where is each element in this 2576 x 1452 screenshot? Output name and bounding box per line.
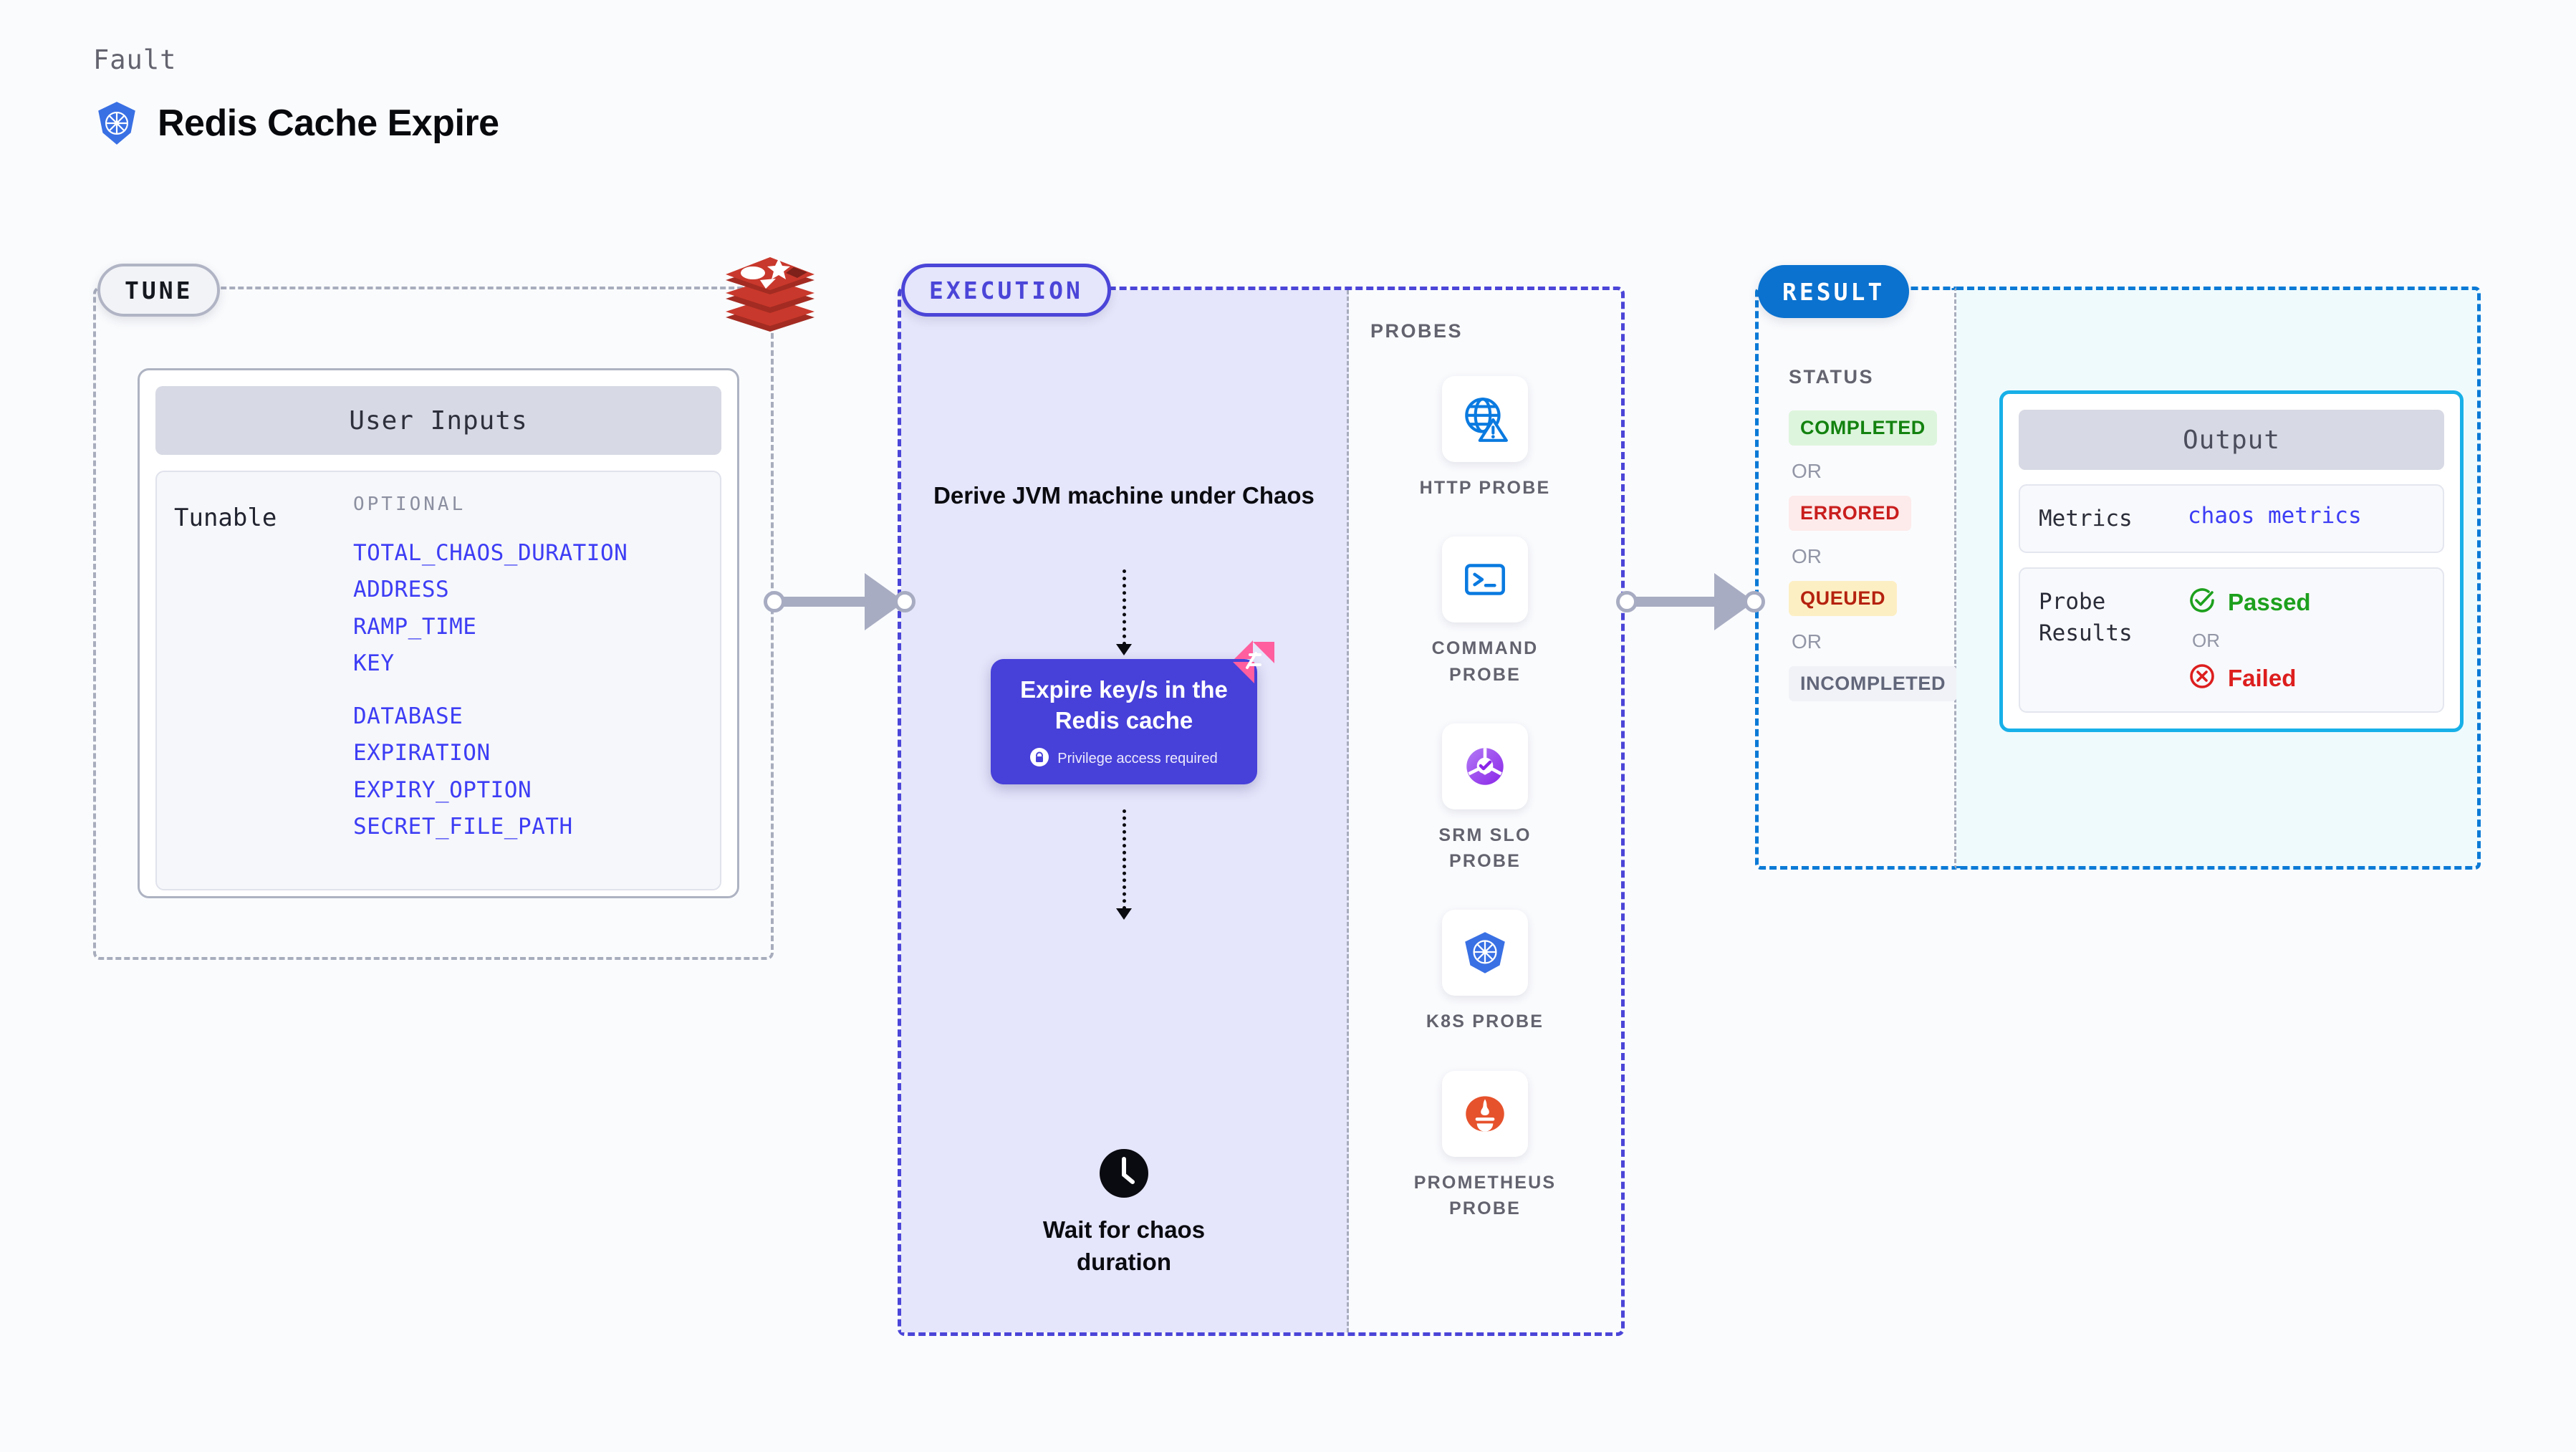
probe-item-prometheus[interactable]: PROMETHEUS PROBE: [1349, 1070, 1621, 1222]
probe-item-http[interactable]: HTTP PROBE: [1349, 376, 1621, 501]
probe-label: HTTP PROBE: [1419, 478, 1551, 498]
kubernetes-icon: [1442, 910, 1528, 996]
result-panel: STATUS COMPLETED OR ERRORED OR QUEUED OR…: [1755, 287, 2481, 870]
param-expiration[interactable]: EXPIRATION: [353, 740, 491, 766]
privilege-note-row: Privilege access required: [1004, 747, 1244, 770]
status-or-3: OR: [1792, 630, 1822, 653]
tunable-label: Tunable: [174, 504, 277, 532]
lock-icon: [1030, 747, 1049, 770]
status-column: STATUS COMPLETED OR ERRORED OR QUEUED OR…: [1755, 287, 1958, 870]
param-ramp-time[interactable]: RAMP_TIME: [353, 613, 477, 640]
x-circle-icon: [2188, 662, 2216, 694]
execution-flow-column: Derive JVM machine under Chaos Expire ke…: [901, 290, 1349, 1332]
probe-label: SRM SLO PROBE: [1438, 824, 1532, 871]
connector-line: [774, 597, 868, 607]
output-title: Output: [2019, 410, 2444, 470]
status-badge-queued: QUEUED: [1789, 581, 1898, 616]
param-expiry-option[interactable]: EXPIRY_OPTION: [353, 777, 532, 803]
redis-icon: [720, 247, 820, 340]
flow-line-1: [1123, 569, 1126, 645]
param-secret-file-path[interactable]: SECRET_FILE_PATH: [353, 814, 573, 840]
probe-item-command[interactable]: COMMAND PROBE: [1349, 537, 1621, 688]
output-row-metrics: Metrics chaos metrics: [2019, 484, 2444, 554]
connector-start-handle[interactable]: [764, 591, 785, 612]
stage-pill-result[interactable]: RESULT: [1758, 265, 1910, 318]
privilege-note-label: Privilege access required: [1057, 750, 1218, 766]
connector-tune-to-execution: [764, 573, 915, 630]
probe-item-srm-slo[interactable]: SRM SLO PROBE: [1349, 723, 1621, 875]
title-row: Redis Cache Expire: [93, 100, 499, 147]
check-circle-icon: [2188, 586, 2216, 618]
probe-label: K8S PROBE: [1426, 1011, 1544, 1032]
status-or-2: OR: [1792, 545, 1822, 567]
action-card-title: Expire key/s in the Redis cache: [1020, 676, 1228, 734]
page-title: Redis Cache Expire: [158, 102, 499, 144]
step-wait-node: Wait for chaos duration: [1017, 1146, 1231, 1279]
step-derive-label: Derive JVM machine under Chaos: [933, 482, 1315, 509]
output-row-probe-results: Probe Results Passed OR: [2019, 567, 2444, 713]
tune-panel: User Inputs Tunable OPTIONAL TOTAL_CHAOS…: [93, 287, 774, 960]
stage-pill-tune[interactable]: TUNE: [97, 264, 221, 317]
status-badge-errored: ERRORED: [1789, 496, 1912, 531]
probes-label: PROBES: [1370, 320, 1464, 342]
connector-end-handle[interactable]: [894, 591, 915, 612]
param-total-chaos-duration[interactable]: TOTAL_CHAOS_DURATION: [353, 540, 628, 566]
probe-item-k8s[interactable]: K8S PROBE: [1349, 910, 1621, 1034]
user-inputs-card: User Inputs Tunable OPTIONAL TOTAL_CHAOS…: [138, 368, 739, 898]
connector-end-handle[interactable]: [1744, 591, 1765, 612]
connector-execution-to-result: [1616, 573, 1765, 630]
status-or-1: OR: [1792, 460, 1822, 482]
fault-kicker: Fault: [93, 44, 177, 75]
status-list: COMPLETED OR ERRORED OR QUEUED OR INCOMP…: [1789, 410, 1958, 701]
flow-line-2: [1123, 809, 1126, 910]
probe-result-or: OR: [2192, 630, 2220, 652]
prometheus-icon: [1442, 1070, 1528, 1157]
kubernetes-icon: [93, 100, 140, 147]
tunable-section: Tunable OPTIONAL TOTAL_CHAOS_DURATION AD…: [155, 471, 721, 890]
flow-arrow-2: [1116, 908, 1132, 920]
metrics-key: Metrics: [2039, 506, 2133, 532]
connector-line: [1627, 597, 1717, 607]
stage-pill-execution[interactable]: EXECUTION: [901, 264, 1111, 317]
clock-icon: [1097, 1149, 1151, 1203]
probe-label: PROMETHEUS PROBE: [1413, 1172, 1557, 1218]
execution-panel: Derive JVM machine under Chaos Expire ke…: [898, 287, 1625, 1336]
output-card: Output Metrics chaos metrics Probe Resul…: [1999, 390, 2464, 733]
probe-results-key: Probe Results: [2039, 589, 2133, 647]
user-inputs-title: User Inputs: [155, 386, 721, 455]
param-database[interactable]: DATABASE: [353, 703, 463, 729]
status-badge-completed: COMPLETED: [1789, 410, 1937, 446]
globe-warning-icon: [1442, 376, 1528, 462]
page-header: Fault Redis Cache Expire: [93, 44, 499, 147]
failed-label: Failed: [2228, 664, 2297, 691]
srm-slo-icon: [1442, 723, 1528, 809]
probe-result-failed: Failed: [2188, 662, 2311, 694]
probe-result-passed: Passed: [2188, 586, 2311, 618]
param-address[interactable]: ADDRESS: [353, 577, 450, 603]
output-column: Output Metrics chaos metrics Probe Resul…: [1956, 287, 2481, 870]
metrics-value[interactable]: chaos metrics: [2188, 503, 2362, 529]
status-label: STATUS: [1789, 366, 1874, 388]
tunable-params: OPTIONAL TOTAL_CHAOS_DURATION ADDRESS RA…: [353, 494, 628, 867]
step-wait-label: Wait for chaos duration: [1042, 1216, 1206, 1275]
optional-label: OPTIONAL: [353, 494, 466, 515]
passed-label: Passed: [2228, 588, 2311, 615]
probes-list: HTTP PROBE COMMAND PROBE: [1349, 376, 1621, 1257]
connector-start-handle[interactable]: [1616, 591, 1638, 612]
probe-label: COMMAND PROBE: [1431, 638, 1539, 685]
probe-results-values: Passed OR Failed: [2188, 586, 2311, 694]
probes-column: PROBES: [1349, 290, 1621, 1332]
param-key[interactable]: KEY: [353, 650, 395, 677]
action-card-expire-keys[interactable]: Expire key/s in the Redis cache Privileg…: [991, 640, 1274, 784]
status-badge-incompleted: INCOMPLETED: [1789, 666, 1958, 701]
terminal-icon: [1442, 537, 1528, 623]
flow-arrow-1: [1116, 644, 1132, 655]
harness-icon: [1231, 640, 1276, 685]
